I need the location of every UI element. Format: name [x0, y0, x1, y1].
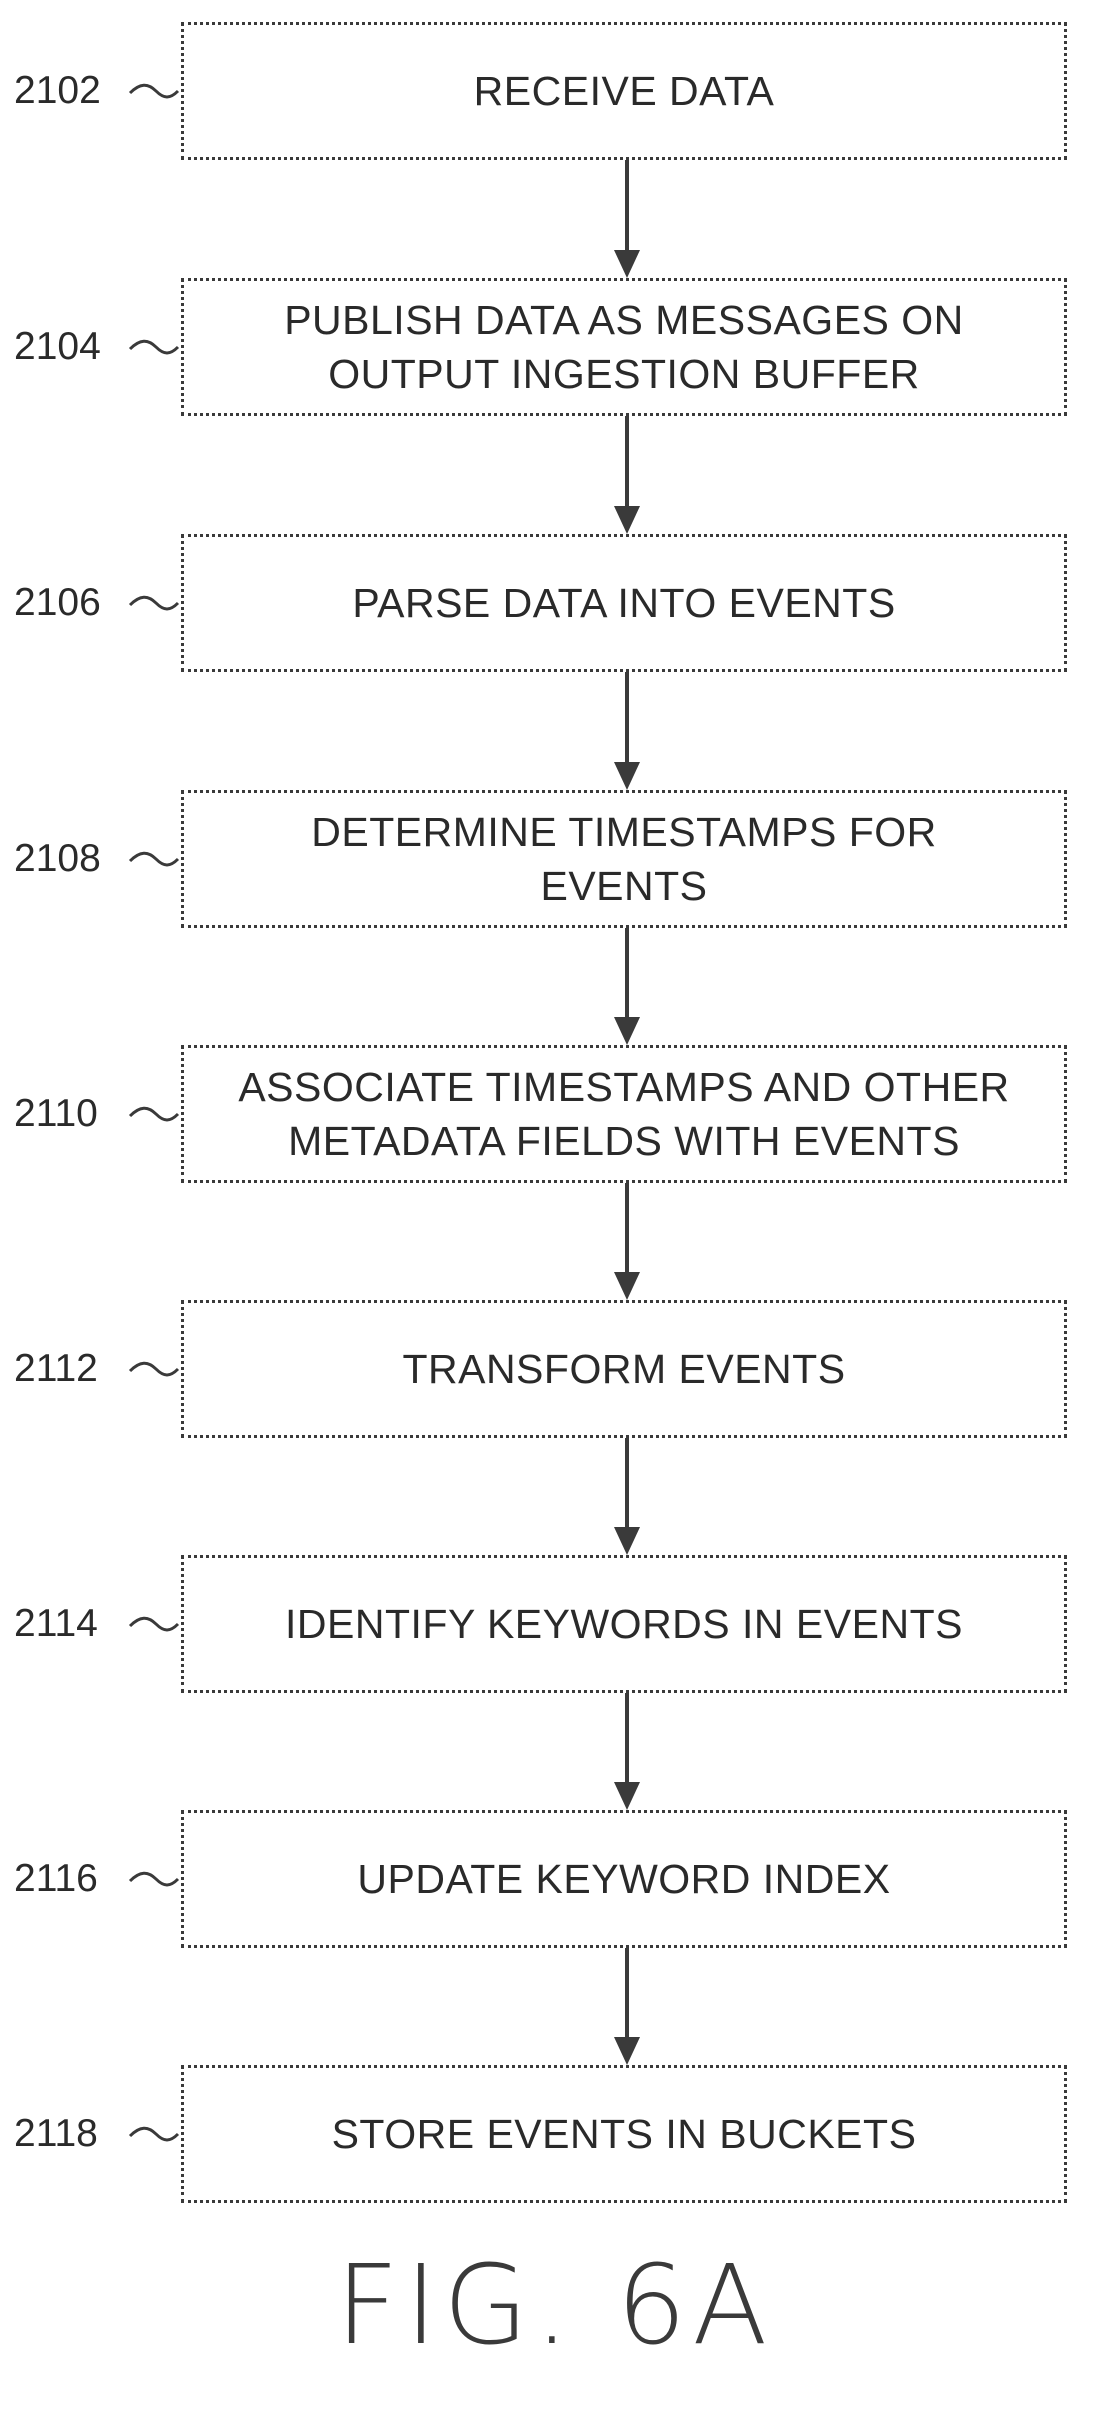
step-box: PARSE DATA INTO EVENTS [181, 534, 1067, 672]
step-text: ASSOCIATE TIMESTAMPS AND OTHER METADATA … [238, 1060, 1009, 1168]
step-ref-label: 2112 [14, 1344, 126, 1394]
step-text: PUBLISH DATA AS MESSAGES ON OUTPUT INGES… [284, 293, 964, 401]
step-box: PUBLISH DATA AS MESSAGES ON OUTPUT INGES… [181, 278, 1067, 416]
step-ref-label: 2116 [14, 1854, 126, 1904]
step-text: DETERMINE TIMESTAMPS FOR EVENTS [311, 805, 937, 913]
step-text: IDENTIFY KEYWORDS IN EVENTS [285, 1597, 963, 1651]
flow-arrow [612, 672, 642, 790]
ref-leader-line [128, 593, 178, 613]
step-box: STORE EVENTS IN BUCKETS [181, 2065, 1067, 2203]
step-box: RECEIVE DATA [181, 22, 1067, 160]
flow-arrow [612, 160, 642, 278]
step-text: STORE EVENTS IN BUCKETS [332, 2107, 917, 2161]
step-text: RECEIVE DATA [474, 64, 775, 118]
flow-arrow [612, 416, 642, 534]
ref-leader-line [128, 81, 178, 101]
flow-arrow [612, 1183, 642, 1300]
ref-leader-line [128, 1359, 178, 1379]
figure-title: FIG. 6A [0, 2240, 1109, 2370]
flow-arrow [612, 1693, 642, 1810]
step-box: IDENTIFY KEYWORDS IN EVENTS [181, 1555, 1067, 1693]
step-ref-label: 2108 [14, 834, 126, 884]
flow-arrow [612, 928, 642, 1045]
step-text: PARSE DATA INTO EVENTS [352, 576, 895, 630]
step-text: TRANSFORM EVENTS [402, 1342, 845, 1396]
ref-leader-line [128, 2124, 178, 2144]
step-box: DETERMINE TIMESTAMPS FOR EVENTS [181, 790, 1067, 928]
flow-arrow [612, 1948, 642, 2065]
ref-leader-line [128, 337, 178, 357]
ref-leader-line [128, 849, 178, 869]
step-ref-label: 2104 [14, 322, 126, 372]
step-text: UPDATE KEYWORD INDEX [357, 1852, 890, 1906]
ref-leader-line [128, 1869, 178, 1889]
step-ref-label: 2102 [14, 66, 126, 116]
ref-leader-line [128, 1614, 178, 1634]
ref-leader-line [128, 1104, 178, 1124]
step-ref-label: 2106 [14, 578, 126, 628]
step-ref-label: 2114 [14, 1599, 126, 1649]
step-box: TRANSFORM EVENTS [181, 1300, 1067, 1438]
flow-arrow [612, 1438, 642, 1555]
step-ref-label: 2118 [14, 2109, 126, 2159]
step-ref-label: 2110 [14, 1089, 126, 1139]
step-box: ASSOCIATE TIMESTAMPS AND OTHER METADATA … [181, 1045, 1067, 1183]
step-box: UPDATE KEYWORD INDEX [181, 1810, 1067, 1948]
